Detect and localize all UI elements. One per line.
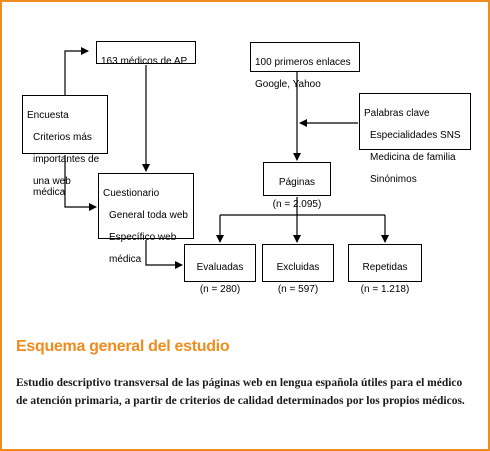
encuesta-line-1: Encuesta [27,110,69,121]
cuestionario-line-1: Cuestionario [103,188,160,199]
excluidas-line-1: Excluidas [276,262,320,273]
cuestionario-line-3: Específico web [109,232,177,243]
palabras-line-1: Palabras clave [364,108,430,119]
box-cuestionario: Cuestionario General toda web Específico… [98,173,194,265]
encuesta-line-4: una web médica [33,176,71,198]
box-enlaces: 100 primeros enlaces Google, Yahoo [250,42,360,90]
box-paginas: Páginas (n = 2.095) [263,162,331,210]
palabras-line-4: Sinónimos [370,174,417,185]
encuesta-line-3: importantes de [33,154,100,165]
enlaces-line-1: 100 primeros enlaces [255,57,351,68]
box-palabras: Palabras clave Especialidades SNS Medici… [359,93,471,185]
box-medicos: 163 médicos de AP [96,41,196,67]
box-evaluadas: Evaluadas (n = 280) [184,244,256,295]
paginas-line-1: Páginas [278,177,316,188]
encuesta-line-2: Criterios más [33,132,92,143]
excluidas-line-2: (n = 597) [277,284,319,295]
palabras-line-3: Medicina de familia [370,152,456,163]
arrow-cuestionario-evaluadas [145,240,183,269]
figure-title: Esquema general del estudio [16,338,230,355]
arrow-encuesta-cuestionario [64,155,97,211]
paginas-line-2: (n = 2.095) [272,199,322,210]
evaluadas-line-2: (n = 280) [199,284,241,295]
repetidas-line-2: (n = 1.218) [360,284,410,295]
box-encuesta: Encuesta Criterios más importantes de un… [22,95,108,198]
palabras-line-2: Especialidades SNS [370,130,461,141]
enlaces-line-2: Google, Yahoo [255,79,321,90]
arrow-encuesta-medicos [64,47,89,95]
cuestionario-line-2: General toda web [109,210,188,221]
cuestionario-line-4: médica [109,254,142,265]
medicos-label: 163 médicos de AP [101,56,188,67]
box-repetidas: Repetidas (n = 1.218) [348,244,422,295]
box-excluidas: Excluidas (n = 597) [262,244,334,295]
figure-description: Estudio descriptivo transversal de las p… [16,377,465,407]
repetidas-line-1: Repetidas [362,262,408,273]
evaluadas-line-1: Evaluadas [196,262,244,273]
